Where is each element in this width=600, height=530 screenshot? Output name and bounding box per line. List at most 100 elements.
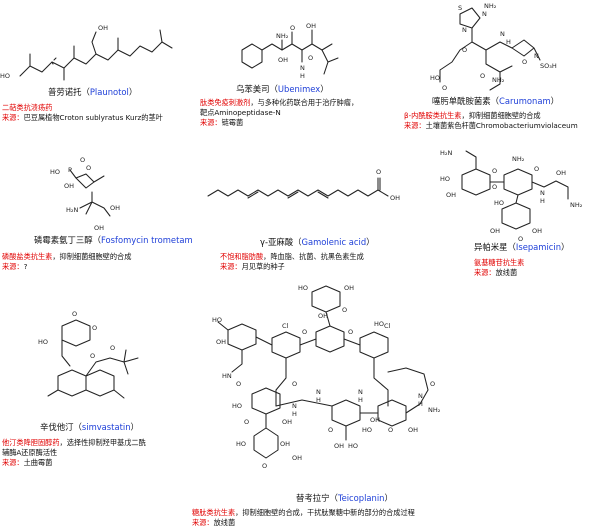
compound-notes: 糖肽类抗生素，抑制细胞壁的合成，干扰肽聚糖中新的部分的合成过程 来源：放线菌: [192, 508, 452, 528]
mol-label: O: [92, 324, 97, 332]
mol-label: HO: [0, 72, 10, 80]
mol-label: N: [462, 26, 467, 34]
mol-label: HO: [348, 442, 358, 450]
compound-desc: ，抑制细菌细胞壁的合成: [461, 111, 541, 120]
compound-panel-ubenimex: NH₂ O OH N H OH O 乌苯美司（Ubenimex） 肽类免疫刺激剂…: [196, 0, 400, 145]
mol-label: N: [316, 388, 321, 396]
mol-label: O: [86, 164, 91, 172]
mol-label: N: [358, 388, 363, 396]
mol-label: O: [462, 46, 467, 54]
compound-caption: 替考拉宁（Teicoplanin）: [296, 493, 452, 504]
compound-notes: β-内酰胺类抗生素，抑制细菌细胞壁的合成 来源：土壤菌紫色杆菌Chromobac…: [404, 111, 600, 131]
compound-panel-gamolenic: O OH γ-亚麻酸（Gamolenic acid） 不饱和脂肪酸，降血脂、抗菌…: [196, 150, 424, 300]
compound-name: 乌苯美司（Ubenimex）: [236, 84, 329, 94]
compound-category: 肽类免疫刺激剂: [200, 98, 251, 107]
mol-label: O: [72, 310, 77, 318]
compound-name: γ-亚麻酸（Gamolenic acid）: [260, 237, 375, 247]
mol-label: O: [302, 328, 307, 336]
compound-source: 来源：放线菌: [474, 268, 518, 277]
mol-label: HO: [38, 338, 48, 346]
compound-caption: γ-亚麻酸（Gamolenic acid）: [260, 237, 424, 248]
mol-label: H: [418, 400, 423, 408]
mol-label: HO: [232, 402, 242, 410]
compound-category: β-内酰胺类抗生素: [404, 111, 462, 120]
mol-label: H: [540, 197, 545, 205]
mol-label: OH: [292, 454, 302, 462]
compound-category: 氨基糖苷抗生素: [474, 258, 525, 267]
mol-label: O: [290, 24, 295, 32]
mol-label: O: [492, 183, 497, 191]
compound-notes: 不饱和脂肪酸，降血脂、抗菌、抗黑色素生成 来源：月见草的种子: [220, 252, 424, 272]
mol-label: OH: [110, 204, 120, 212]
mol-label: HO: [50, 168, 60, 176]
mol-label: NH₂: [428, 406, 441, 414]
compound-notes: 肽类免疫刺激剂，与多种化药联合用于治疗肿瘤， 靶点Aminopeptidase-…: [200, 98, 400, 128]
compound-desc: ，与多种化药联合用于治疗肿瘤，: [250, 98, 359, 107]
mol-label: O: [430, 380, 435, 388]
compound-name: 磷霉素氨丁三醇（Fosfomycin trometamol）: [34, 235, 192, 245]
compound-caption: 磷霉素氨丁三醇（Fosfomycin trometamol）: [34, 235, 192, 246]
mol-label: N: [300, 64, 305, 72]
mol-label: OH: [490, 227, 500, 235]
compound-desc-2: 靶点Aminopeptidase-N: [200, 108, 281, 117]
compound-panel-fosfomycin: O HO P O OH H₂N OH OH 磷霉素氨丁三醇（Fosfomycin…: [0, 150, 192, 300]
mol-label: O: [518, 235, 523, 243]
compound-panel-carumonam: S N NH₂ N O H N O N SO₃H O NH₂ HO O 噻肟单酰…: [400, 0, 600, 145]
mol-label: OH: [98, 24, 108, 32]
mol-label: OH: [282, 418, 292, 426]
mol-label: OH: [370, 416, 380, 424]
compound-source: 来源：土壤菌紫色杆菌Chromobacteriumviolaceum: [404, 121, 578, 130]
compound-name: 替考拉宁（Teicoplanin）: [296, 493, 393, 503]
mol-label: NH₂: [512, 155, 525, 163]
structure-teicoplanin: HO OH OH O HO OH O O Cl Cl HN O O N H N …: [192, 282, 452, 472]
mol-label: P: [68, 166, 72, 174]
mol-label: N: [292, 402, 297, 410]
mol-label: OH: [318, 312, 328, 320]
mol-label: HN: [222, 372, 232, 380]
compound-name: 普劳诺托（Plaunotol）: [48, 87, 138, 97]
mol-label: OH: [280, 440, 290, 448]
structure-ubenimex: NH₂ O OH N H OH O: [196, 0, 400, 92]
mol-label: N: [418, 392, 423, 400]
compound-source: 来源：链霉菌: [200, 118, 244, 127]
compound-category: 他汀类降胆固醇药: [2, 438, 60, 447]
compound-category: 糖肽类抗生素: [192, 508, 236, 517]
mol-label: NH₂: [492, 76, 505, 84]
mol-label: OH: [94, 224, 104, 232]
compound-desc-2: 辅酶A还原酶活性: [2, 448, 58, 457]
compound-caption: 乌苯美司（Ubenimex）: [236, 84, 400, 95]
compound-source: 来源：巴豆属植物Croton sublyratus Kurz的茎叶: [2, 113, 163, 122]
mol-label: HO: [440, 175, 450, 183]
compound-source: 来源：放线菌: [192, 518, 236, 527]
mol-label: OH: [344, 284, 354, 292]
mol-label: OH: [334, 442, 344, 450]
mol-label: OH: [216, 338, 226, 346]
compound-desc: ，降血脂、抗菌、抗黑色素生成: [263, 252, 364, 261]
structure-carumonam: S N NH₂ N O H N O N SO₃H O NH₂ HO O: [400, 0, 600, 100]
mol-label: NH₂: [570, 201, 583, 209]
mol-label: HO: [430, 74, 440, 82]
compound-category: 二萜类抗溃疡药: [2, 103, 53, 112]
compound-name: 异帕米星（Isepamicin）: [474, 242, 570, 252]
structure-plaunotol: HO OH: [0, 0, 192, 98]
mol-label: OH: [64, 182, 74, 190]
mol-label: H: [300, 72, 305, 80]
mol-label: O: [442, 84, 447, 92]
mol-label: N: [500, 30, 505, 38]
compound-name: 噻肟单酰胺菌素（Carumonam）: [432, 96, 559, 106]
compound-notes: 氨基糖苷抗生素 来源：放线菌: [474, 258, 600, 278]
structure-isepamicin: H₂N HO OH O NH₂ O HO O N H OH NH₂ OH OH …: [432, 145, 600, 245]
compound-panel-plaunotol: HO OH 普劳诺托（Plaunotol） 二萜类抗溃疡药 来源：巴豆属植物Cr…: [0, 0, 192, 145]
mol-label: O: [262, 462, 267, 470]
compound-panel-isepamicin: H₂N HO OH O NH₂ O HO O N H OH NH₂ OH OH …: [432, 145, 600, 300]
mol-label: OH: [446, 191, 456, 199]
mol-label: H₂N: [66, 206, 78, 214]
mol-label: NH₂: [484, 2, 497, 10]
compound-caption: 辛伐他汀（simvastatin）: [40, 422, 200, 433]
compound-source: 来源：土曲霉菌: [2, 458, 53, 467]
compound-notes: 他汀类降胆固醇药，选择性抑制羟甲基戊二酰 辅酶A还原酶活性 来源：土曲霉菌: [2, 438, 200, 468]
mol-label: H: [316, 396, 321, 404]
mol-label: Cl: [282, 322, 289, 330]
compound-desc: ，抑制细菌细胞壁的合成: [52, 252, 132, 261]
compound-source: 来源：?: [2, 262, 28, 271]
